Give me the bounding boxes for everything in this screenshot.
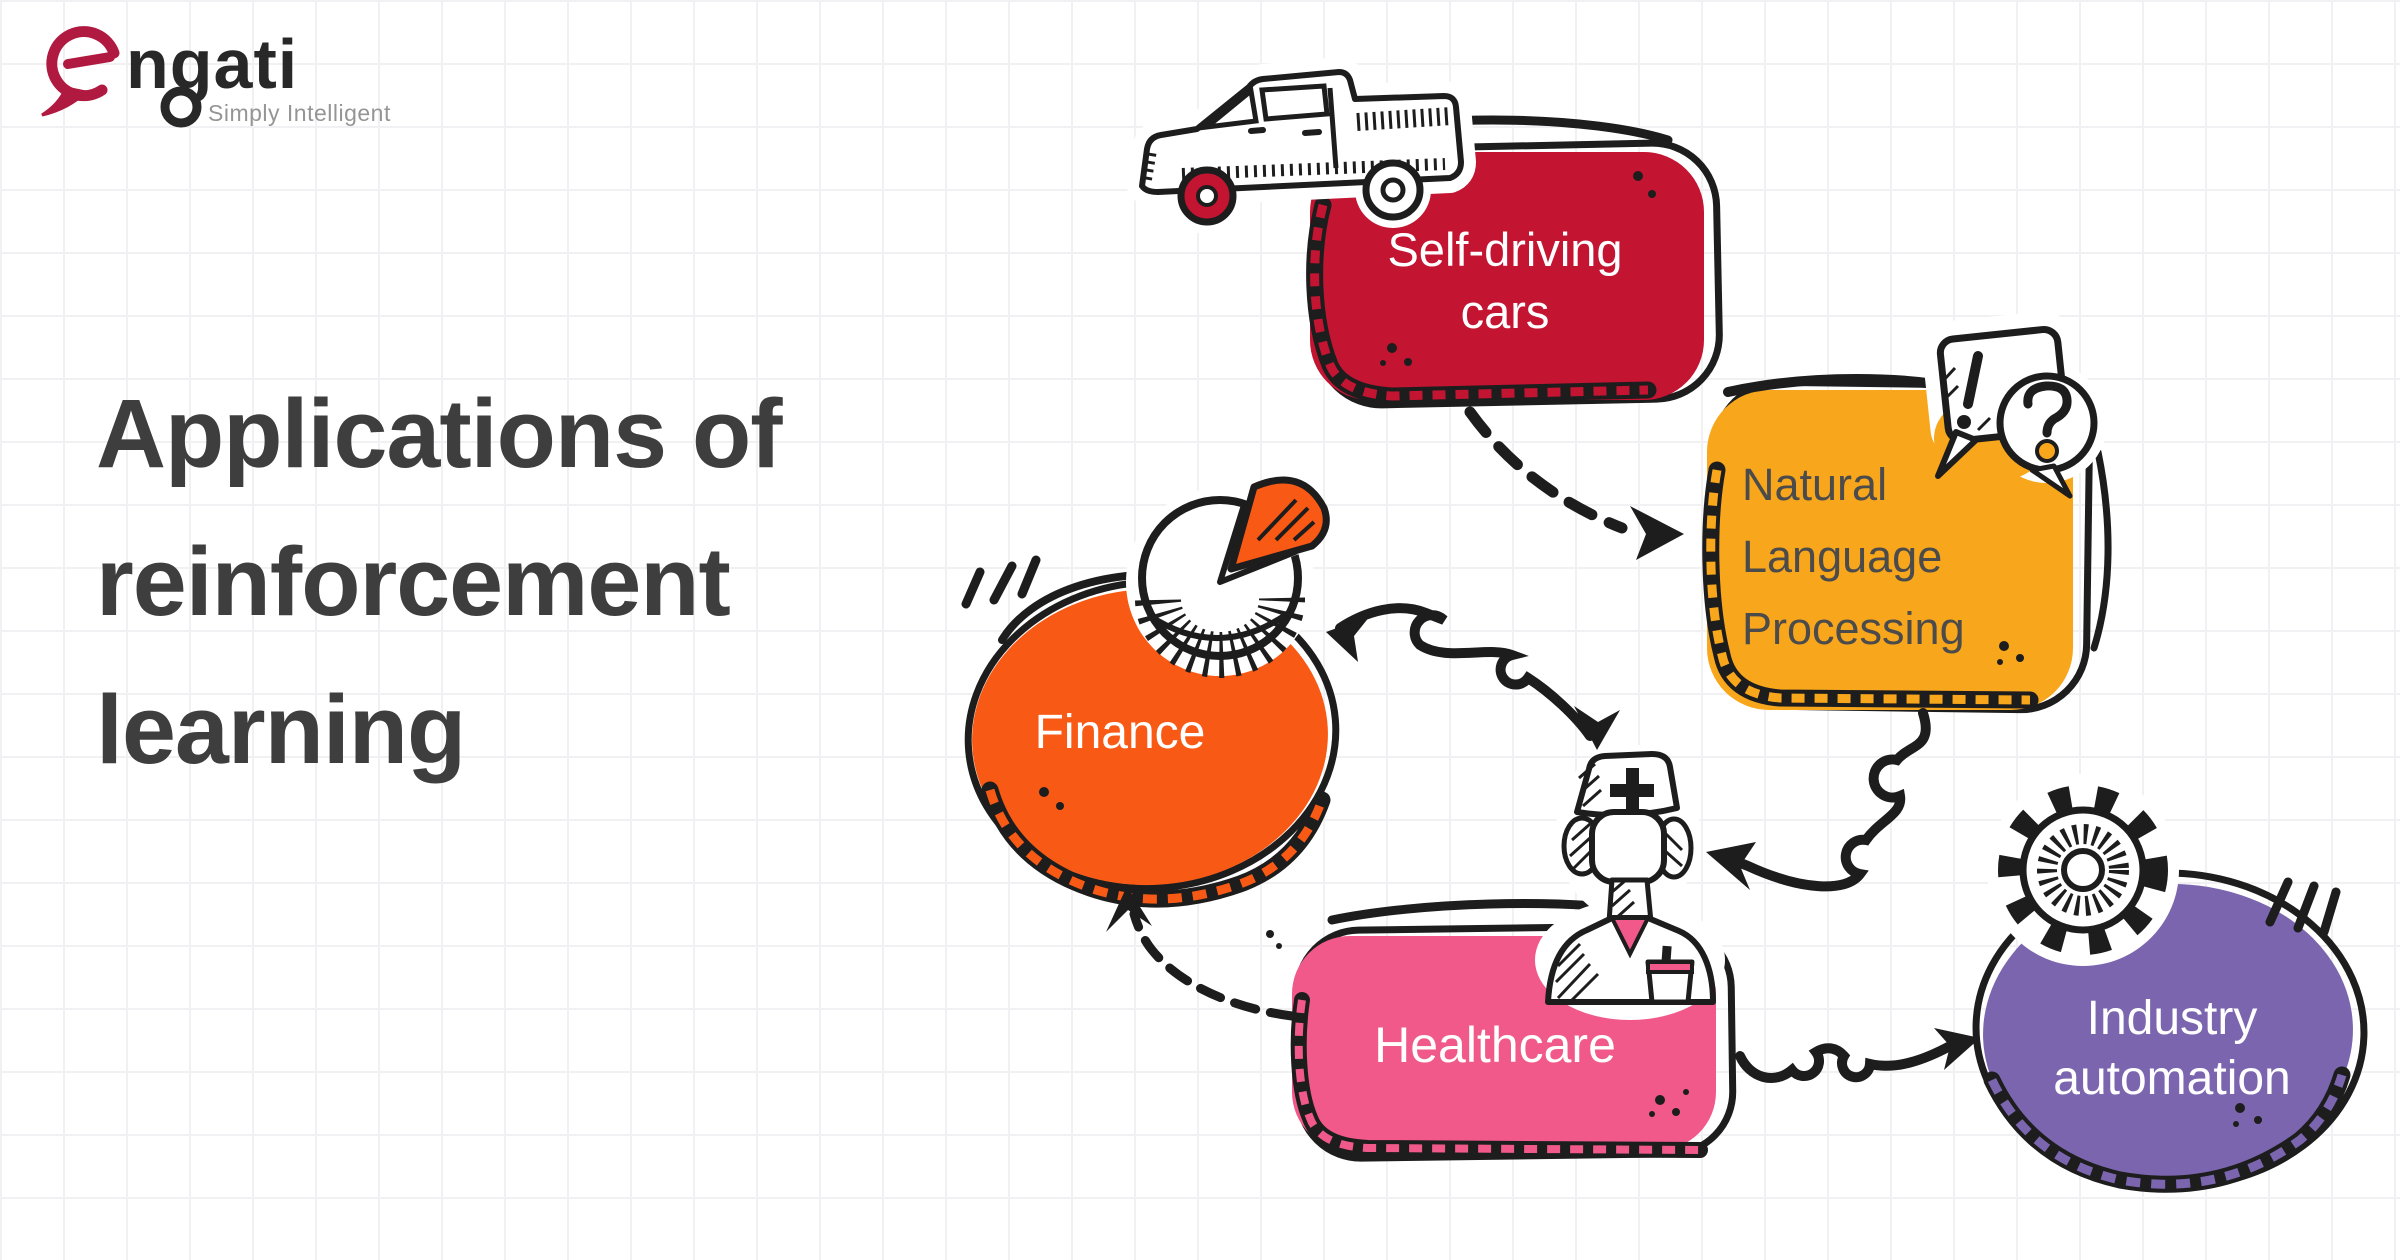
pickup-truck-icon	[1127, 57, 1476, 234]
arrowhead-icon	[1630, 506, 1684, 560]
nlp-accent-dots	[1997, 641, 2024, 665]
logo-g-ring	[160, 86, 202, 128]
self-driving-accent-dots	[1380, 171, 1656, 366]
industry-label-line2: automation	[2053, 1052, 2291, 1105]
nlp-label-line2: Language	[1742, 531, 1942, 582]
arrowhead-icon	[1934, 1028, 1980, 1070]
arrow-healthcare-to-finance	[1106, 886, 1297, 1021]
healthcare-accent-dots	[1266, 930, 1689, 1117]
nurse-collar	[1608, 916, 1652, 959]
nlp-label-line1: Natural	[1742, 459, 1887, 510]
node-natural-language-processing: Natural Language Processing	[1702, 311, 2112, 714]
logo-wordmark: ngati	[126, 25, 298, 103]
finance-emphasis-strokes	[961, 555, 1041, 609]
title-line-3: learning	[96, 675, 466, 784]
node-finance: Finance	[961, 476, 1340, 908]
engati-logo: ngati Simply Intelligent	[41, 25, 391, 128]
engati-logo-bubble-e-icon	[41, 26, 120, 117]
gear-icon	[1987, 774, 2179, 966]
node-self-driving-cars: Self-driving cars	[1127, 57, 1723, 409]
nurse-icon	[1535, 744, 1725, 1020]
page-title: Applications of reinforcement learning	[96, 360, 1076, 804]
finance-accent-dots	[1039, 787, 1064, 810]
nurse-face	[1589, 809, 1667, 885]
arrowhead-icon	[1574, 706, 1620, 750]
self-driving-label-line2: cars	[1461, 285, 1550, 338]
arrow-squiggle-finance-healthcare	[1326, 603, 1620, 750]
arrow-healthcare-to-industry	[1735, 1028, 1980, 1083]
arrowhead-icon	[1106, 886, 1152, 932]
arrowhead-icon	[1706, 842, 1756, 890]
pie-slice	[1227, 476, 1330, 573]
self-driving-label-line1: Self-driving	[1387, 223, 1622, 276]
arrowhead-icon	[1326, 616, 1370, 662]
title-line-2: reinforcement	[96, 527, 731, 636]
nlp-label-line3: Processing	[1742, 603, 1965, 654]
healthcare-label: Healthcare	[1374, 1017, 1616, 1073]
logo-tagline: Simply Intelligent	[208, 100, 391, 126]
node-industry-automation: Industry automation	[1972, 774, 2368, 1193]
industry-accent-dots	[2233, 1103, 2262, 1127]
industry-label-line1: Industry	[2087, 992, 2258, 1045]
arrow-nlp-to-healthcare	[1706, 708, 1931, 892]
industry-emphasis-strokes	[2265, 877, 2341, 937]
node-healthcare: Healthcare	[1266, 744, 1737, 1162]
finance-label: Finance	[1035, 706, 1206, 759]
pie-chart-icon	[1126, 476, 1330, 678]
title-line-1: Applications of	[96, 379, 783, 488]
arrow-self-driving-to-nlp	[1464, 406, 1684, 560]
speech-bubbles-icon	[1922, 311, 2107, 499]
